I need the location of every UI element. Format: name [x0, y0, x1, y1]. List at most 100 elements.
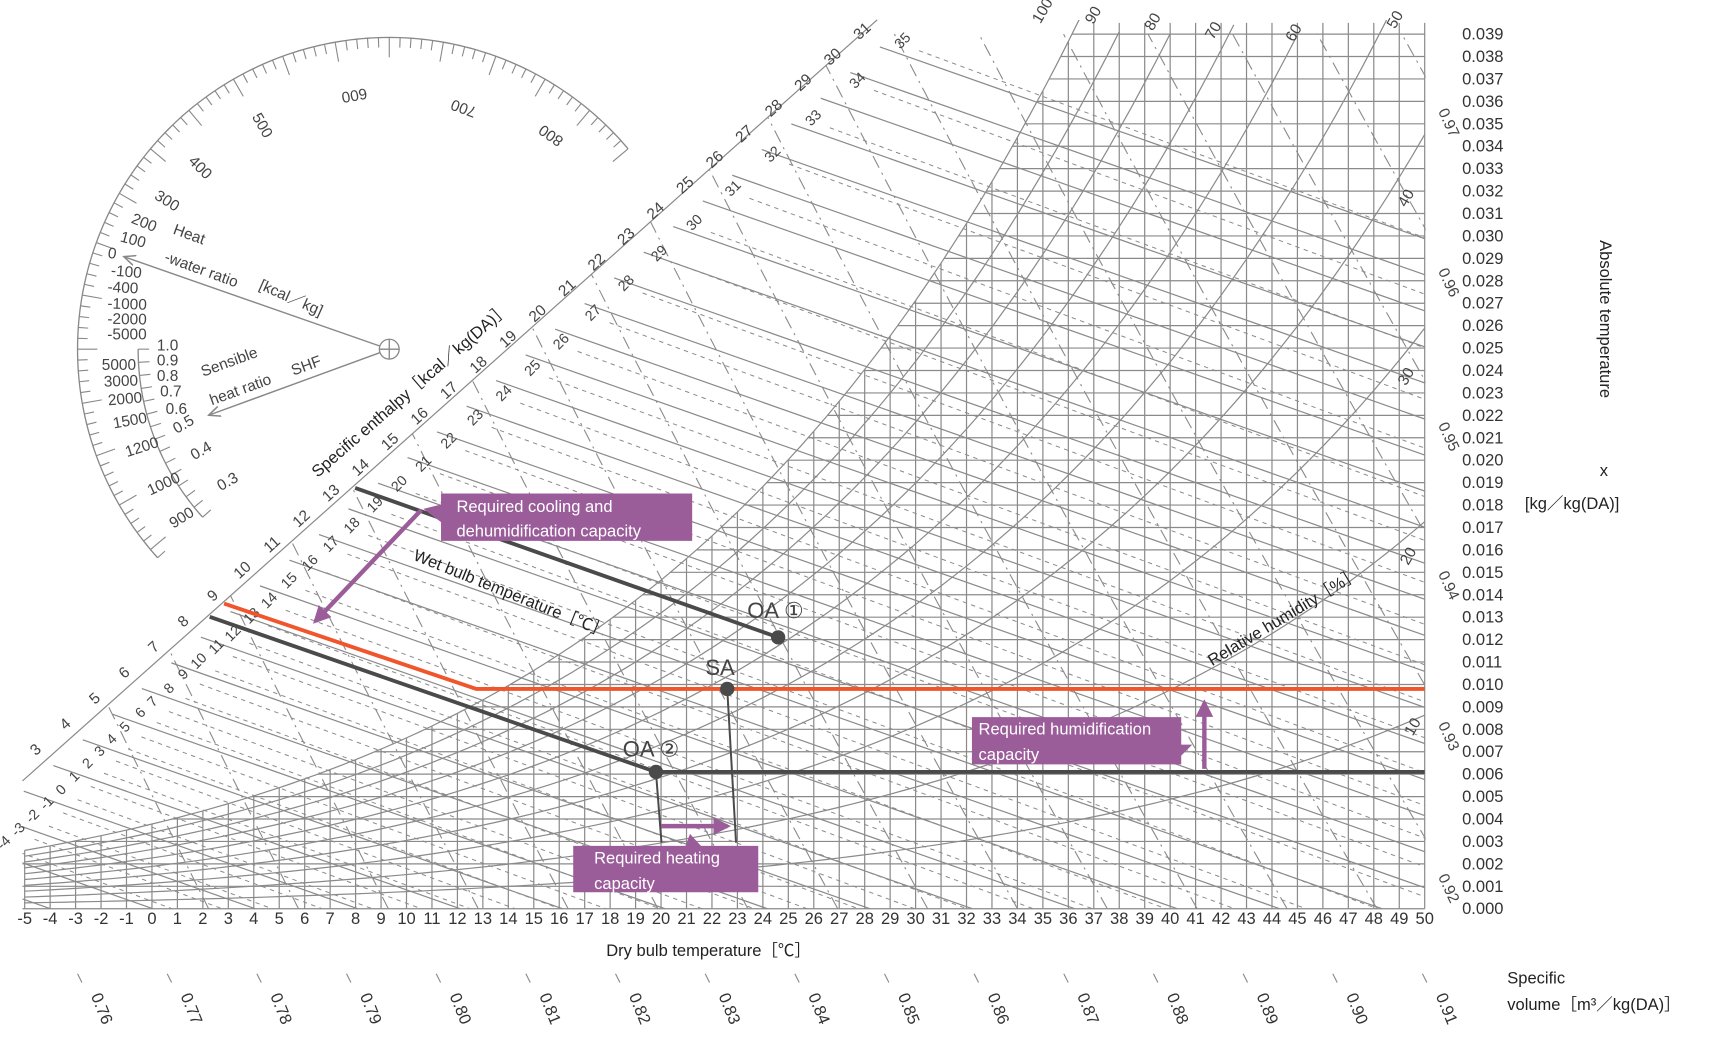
protractor-tick — [104, 471, 114, 477]
rh-tick: 90 — [1082, 4, 1105, 27]
enthalpy-tick: 5 — [86, 690, 104, 708]
cooling-label-2: dehumidification capacity — [456, 521, 641, 540]
protractor-tick — [96, 242, 116, 250]
wet-bulb-tick: -3 — [8, 820, 28, 840]
shf-tick-label: 0.9 — [157, 353, 178, 370]
enthalpy-line — [850, 72, 1425, 276]
enthalpy-line — [879, 46, 1425, 240]
enthalpy-tick: 8 — [175, 613, 193, 631]
wet-bulb-tick: 7 — [144, 694, 161, 711]
specific-volume-right-tick: 0.94 — [1434, 568, 1462, 603]
dry-bulb-tick: 26 — [805, 909, 823, 928]
dry-bulb-tick: 23 — [728, 909, 746, 928]
wet-bulb-tick: 29 — [648, 243, 671, 266]
shf-tick-label: 0.3 — [214, 469, 241, 494]
humidification-label-1: Required humidification — [979, 720, 1152, 739]
enthalpy-line — [377, 482, 1425, 853]
enthalpy-tick: 6 — [116, 664, 134, 682]
wet-bulb-line — [749, 197, 1425, 449]
enthalpy-tick: 23 — [614, 225, 638, 249]
abs-humidity-tick: 0.019 — [1462, 473, 1503, 492]
rh-tick: 70 — [1202, 19, 1225, 42]
heating-label-2: capacity — [594, 874, 655, 893]
abs-humidity-tick: 0.032 — [1462, 182, 1503, 201]
dry-bulb-tick: 32 — [957, 909, 975, 928]
enthalpy-line — [761, 149, 1425, 384]
heat-water-tick: 600 — [340, 84, 368, 105]
dry-bulb-tick: 4 — [249, 909, 258, 928]
dry-bulb-tick: 10 — [397, 909, 415, 928]
shf-tick — [143, 398, 155, 402]
abs-humidity-tick: 0.009 — [1462, 697, 1503, 716]
protractor-tick — [180, 117, 188, 126]
enthalpy-tick: 25 — [673, 173, 697, 197]
protractor-tick — [451, 44, 455, 55]
wet-bulb-tick: 1 — [66, 769, 83, 786]
rh-tick: 80 — [1141, 10, 1164, 33]
dry-bulb-tick: 33 — [983, 909, 1001, 928]
specific-volume-line — [132, 33, 569, 909]
specific-volume-bottom-tick: 0.86 — [984, 990, 1014, 1027]
specific-volume-bottom-tick: 0.90 — [1342, 990, 1372, 1027]
wet-bulb-line — [22, 852, 173, 910]
protractor-tick — [164, 132, 173, 140]
wet-bulb-tick: 23 — [464, 407, 487, 430]
rh-tick: 50 — [1384, 8, 1407, 31]
specific-volume-tick-mark — [435, 973, 442, 983]
specific-volume-bottom-tick: 0.80 — [446, 990, 476, 1027]
wet-bulb-line — [232, 656, 915, 910]
dry-bulb-tick: 39 — [1136, 909, 1154, 928]
protractor-tick — [84, 411, 95, 415]
specific-volume-tick-mark — [973, 973, 980, 983]
x-axis-title: Dry bulb temperature［℃］ — [606, 941, 811, 960]
protractor-tick — [302, 49, 307, 60]
dry-bulb-tick: 30 — [906, 909, 924, 928]
wet-bulb-tick: 32 — [762, 143, 785, 166]
specific-volume-tick-mark — [1332, 973, 1338, 983]
dry-bulb-tick: 1 — [173, 909, 182, 928]
protractor-tick — [92, 252, 103, 257]
specific-volume-right-tick: 0.95 — [1434, 420, 1462, 454]
abs-humidity-tick: 0.017 — [1462, 518, 1503, 537]
rh-tick: 30 — [1395, 365, 1418, 388]
heat-water-tick: 1200 — [123, 434, 161, 461]
abs-humidity-tick: 0.023 — [1462, 383, 1503, 402]
specific-volume-bottom-tick: 0.76 — [87, 990, 117, 1027]
protractor-tick — [130, 174, 140, 181]
protractor-center-cross-icon — [379, 339, 400, 360]
wet-bulb-line — [918, 50, 1425, 239]
protractor-tick — [124, 508, 134, 515]
dry-bulb-tick: 21 — [677, 909, 695, 928]
specific-volume-tick-mark — [1152, 973, 1159, 983]
wet-bulb-tick: 11 — [206, 636, 228, 658]
supply-air-humidity-line — [223, 601, 1425, 691]
dry-bulb-tick: 8 — [351, 909, 360, 928]
protractor-tick — [214, 90, 221, 100]
enthalpy-tick: 30 — [821, 45, 845, 69]
dry-bulb-tick: 25 — [779, 909, 797, 928]
enthalpy-tick: 7 — [145, 638, 163, 656]
shf-arrow — [209, 351, 381, 415]
abs-humidity-tick: 0.038 — [1462, 47, 1503, 66]
wet-bulb-line — [609, 322, 1425, 625]
abs-humidity-tick: 0.011 — [1462, 653, 1502, 672]
enthalpy-tick: 28 — [762, 96, 786, 120]
heating-annotation: Required heating capacity — [573, 833, 759, 893]
enthalpy-line — [23, 790, 358, 910]
specific-volume-line — [1401, 33, 1426, 80]
protractor-tick — [78, 369, 89, 372]
enthalpy-line — [200, 636, 973, 910]
oa1-point — [770, 630, 786, 645]
specific-volume-tick-mark — [883, 973, 890, 983]
abs-humidity-tick: 0.036 — [1462, 92, 1503, 111]
specific-volume-line — [978, 33, 1426, 842]
abs-humidity-tick: 0.024 — [1462, 361, 1503, 380]
protractor-tick — [590, 117, 599, 126]
dry-bulb-tick: 0 — [147, 909, 156, 928]
specific-volume-tick-mark — [1421, 973, 1428, 983]
protractor-tick — [196, 103, 204, 112]
specific-volume-line — [1232, 33, 1426, 394]
abs-humidity-tick: 0.008 — [1462, 720, 1503, 739]
protractor-tick — [534, 78, 546, 97]
shf-tick — [138, 361, 150, 363]
